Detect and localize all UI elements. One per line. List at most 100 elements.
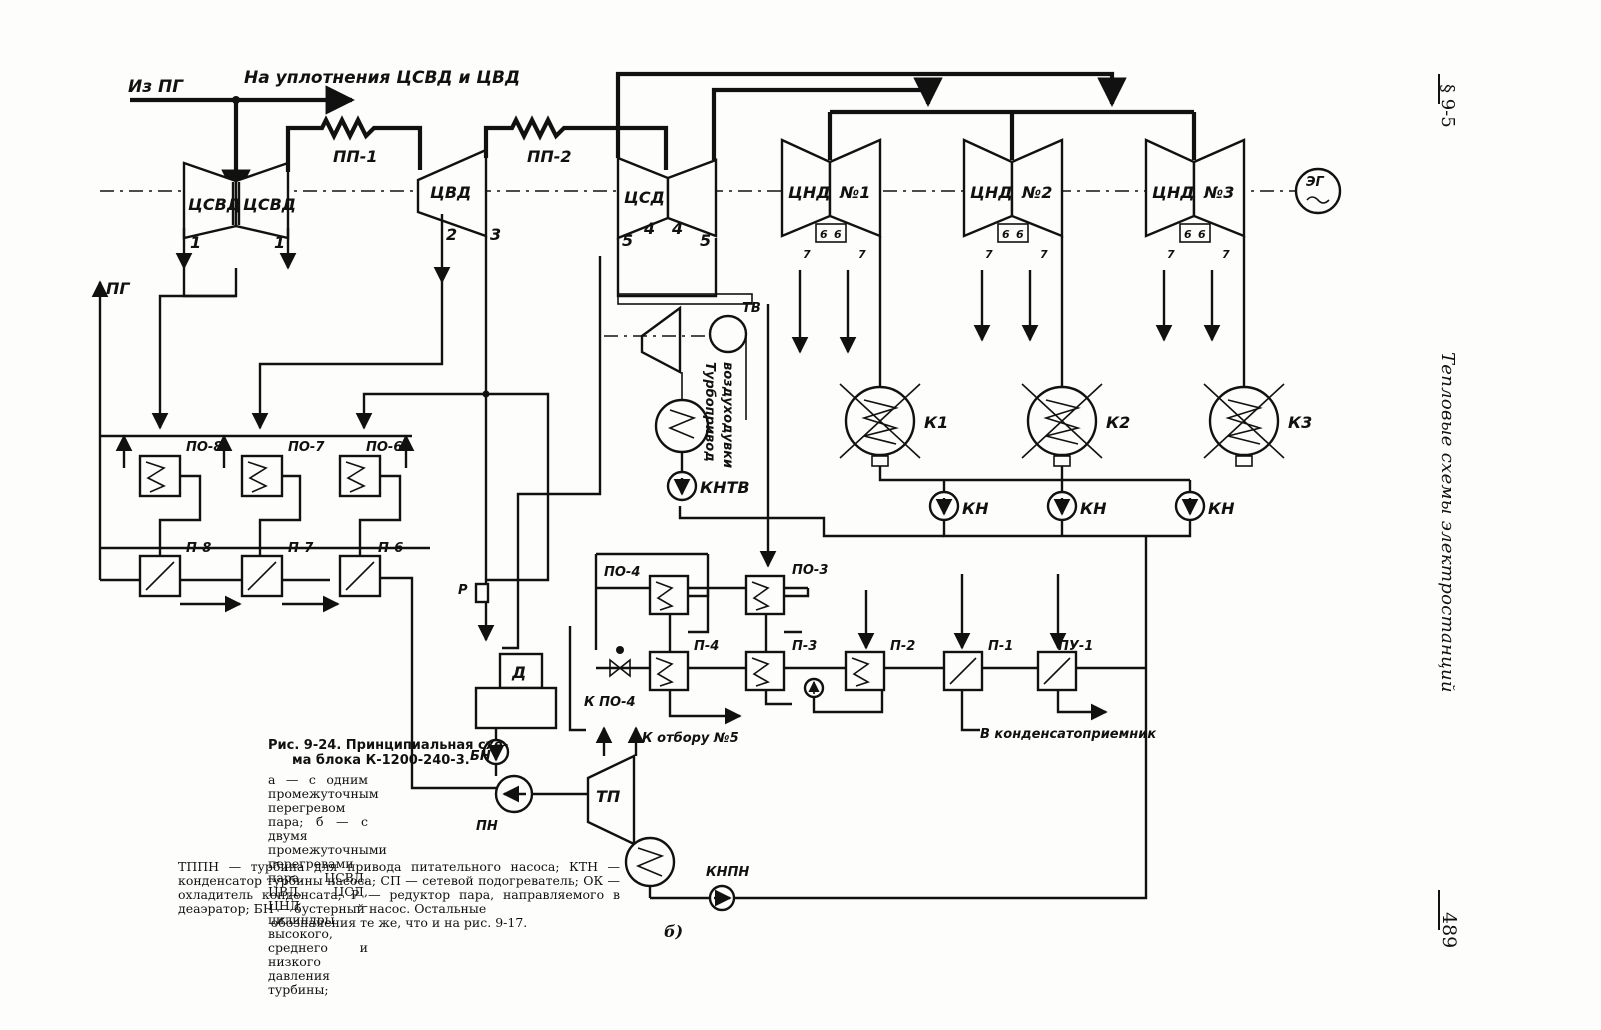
condensate-pump-2-label: КН: [1080, 499, 1107, 518]
condenser-k3: К3: [1203, 236, 1312, 467]
caption-title-line-2: ма блока К-1200-240-3.: [292, 753, 470, 768]
electric-generator: ЭГ: [1294, 167, 1342, 215]
caption-body: а — с одним промежуточным перегревом пар…: [268, 772, 387, 997]
chvd-right-label: ЦСВД: [243, 195, 296, 214]
power-unit-thermal-scheme: Из ПГ На уплотнения ЦСВД и ЦВД ЦСВД ЦСВД…: [91, 68, 1342, 912]
extraction-2: 2: [446, 225, 457, 244]
hp-cooler-7-label: ПО-7: [288, 440, 325, 455]
chvd-left-label: ЦСВД: [188, 195, 241, 214]
from-steam-generator-label: Из ПГ: [128, 77, 184, 97]
lp-3-extraction-6a: 6: [1184, 228, 1192, 241]
lp-heater-1-label: П-1: [988, 639, 1013, 654]
lp-cylinder-3: ЦНД №3 6 6 7 7: [1144, 138, 1246, 342]
margin-running-head: Тепловые схемы электростанций: [1437, 352, 1458, 693]
to-condensate-receiver-label: В конденсатоприемник: [980, 727, 1157, 742]
lp-cylinder-2: ЦНД №2 6 6 7 7: [962, 138, 1064, 342]
hp-heater-6-label: П-6: [378, 541, 403, 556]
lp-heater-4-label: П-4: [694, 639, 719, 654]
reheater-1-label: ПП-1: [333, 147, 378, 166]
extraction-1-left: 1: [190, 233, 201, 252]
extraction-1-right: 1: [274, 233, 285, 252]
lp-2-extraction-7b: 7: [1040, 248, 1048, 261]
reheater-2-label: ПП-2: [527, 147, 572, 166]
lp-heater-2-label: П-2: [890, 639, 915, 654]
lp-1-extraction-6b: 6: [834, 228, 842, 241]
margin-section-number: § 9-5: [1437, 84, 1458, 128]
lp-crossover-piping: [615, 71, 1197, 160]
main-steam-line: Из ПГ На уплотнения ЦСВД и ЦВД: [128, 68, 520, 199]
feed-turbine-condensate-pump-label: КНПН: [706, 865, 749, 880]
blower-drive-label-2: воздуходувки: [720, 362, 735, 468]
lp-3-number: №3: [1203, 183, 1234, 202]
blower-condensate-pump-label: КНТВ: [700, 478, 750, 497]
to-steam-generator-label: ПГ: [106, 279, 130, 298]
ip-cylinder-label: ЦСД: [624, 188, 665, 207]
condenser-k2: К2: [1021, 236, 1130, 467]
lp-3-extraction-6b: 6: [1198, 228, 1206, 241]
deaerator-label: Д: [511, 663, 526, 682]
margin-page-number: 489: [1438, 912, 1460, 949]
condensate-pumps: КН КН КН: [678, 466, 1235, 670]
blower-drive-label-1: Турбопривод: [702, 362, 717, 462]
hp-cylinder: ЦВД 2 3: [416, 148, 501, 244]
lp-2-extraction-6a: 6: [1002, 228, 1010, 241]
to-extraction-5-label: К отбору №5: [642, 731, 739, 746]
lp-cylinder-1: ЦНД №1 6 6 7 7: [780, 138, 882, 354]
lp-gland-heater-label: ПУ-1: [1058, 639, 1093, 654]
hp-heater-7-label: П-7: [288, 541, 314, 556]
figure-caption: Рис. 9-24. Принципиальная схе- ма блока …: [178, 738, 620, 997]
hp-heater-train: ПГ ПО-8 ПО-7 ПО-6 П-8 П-7 П-6: [91, 279, 520, 790]
margin-rule-top: [1438, 74, 1440, 104]
blower-turbine-drive: ТВ КНТВ Турбопривод воздуходувки: [604, 293, 761, 502]
caption-body-wide: ТППН — турбина для привода питательного …: [178, 859, 620, 916]
lp-1-label: ЦНД: [788, 183, 830, 202]
condenser-k2-label: К2: [1106, 413, 1130, 432]
lp-cooler-4-label: ПО-4: [604, 565, 640, 580]
margin-rule-bottom: [1438, 890, 1440, 930]
generator-label: ЭГ: [1306, 175, 1325, 190]
extraction-5-right: 5: [700, 231, 711, 250]
reheater-1: ПП-1: [285, 115, 423, 172]
lp-1-extraction-7a: 7: [803, 248, 811, 261]
lp-1-extraction-6a: 6: [820, 228, 828, 241]
to-lp-cooler-4-label: К ПО-4: [584, 695, 636, 710]
lp-1-extraction-7b: 7: [858, 248, 866, 261]
lp-3-label: ЦНД: [1152, 183, 1194, 202]
reheater-2: ПП-2: [483, 115, 669, 170]
hp-cooler-6-label: ПО-6: [366, 440, 402, 455]
ip-cylinder: ЦСД 5 4 4 5: [616, 156, 718, 250]
lp-2-number: №2: [1021, 183, 1052, 202]
lp-3-extraction-7b: 7: [1222, 248, 1230, 261]
extraction-4-left: 4: [643, 219, 655, 238]
condenser-k1: К1: [839, 236, 948, 467]
lp-3-extraction-7a: 7: [1167, 248, 1175, 261]
booster-pump-label: БН: [470, 749, 491, 764]
condensate-pump-1-label: КН: [962, 499, 989, 518]
condensate-pump-3-label: КН: [1208, 499, 1235, 518]
caption-body-last: обозначения те же, что и на рис. 9-17.: [270, 915, 528, 930]
condenser-k1-label: К1: [924, 413, 948, 432]
lp-cooler-3-label: ПО-3: [792, 563, 828, 578]
extraction-piping: [151, 214, 777, 650]
to-seals-label: На уплотнения ЦСВД и ЦВД: [244, 68, 520, 88]
extraction-4-right: 4: [671, 219, 683, 238]
blower-turbine-label: ТВ: [742, 301, 761, 316]
caption-title-line-1: Рис. 9-24. Принципиальная схе-: [268, 738, 509, 753]
caption-wide-block: ТППН — турбина для привода питательного …: [178, 860, 620, 930]
extraction-3: 3: [490, 225, 501, 244]
chvd-cylinder: ЦСВД ЦСВД 1 1: [175, 161, 297, 270]
hp-cylinder-label: ЦВД: [430, 183, 471, 202]
extraction-5-left: 5: [622, 231, 633, 250]
condenser-k3-label: К3: [1288, 413, 1312, 432]
lp-1-number: №1: [839, 183, 870, 202]
steam-reducer-label: Р: [458, 583, 468, 598]
lp-heater-train: ПО-4 ПО-3 П-4 П-3 П-2 П-1 ПУ-1: [584, 552, 1157, 746]
lp-2-extraction-7a: 7: [985, 248, 993, 261]
feed-pump-turbine-label: ТП: [596, 787, 621, 806]
feed-pump-label: ПН: [476, 819, 498, 834]
lp-heater-3-label: П-3: [792, 639, 817, 654]
deaerator-and-feed-pumps: Р Д БН ПН ТП КНПН: [458, 582, 1148, 912]
hp-cooler-8-label: ПО-8: [186, 440, 222, 455]
lp-2-extraction-6b: 6: [1016, 228, 1024, 241]
